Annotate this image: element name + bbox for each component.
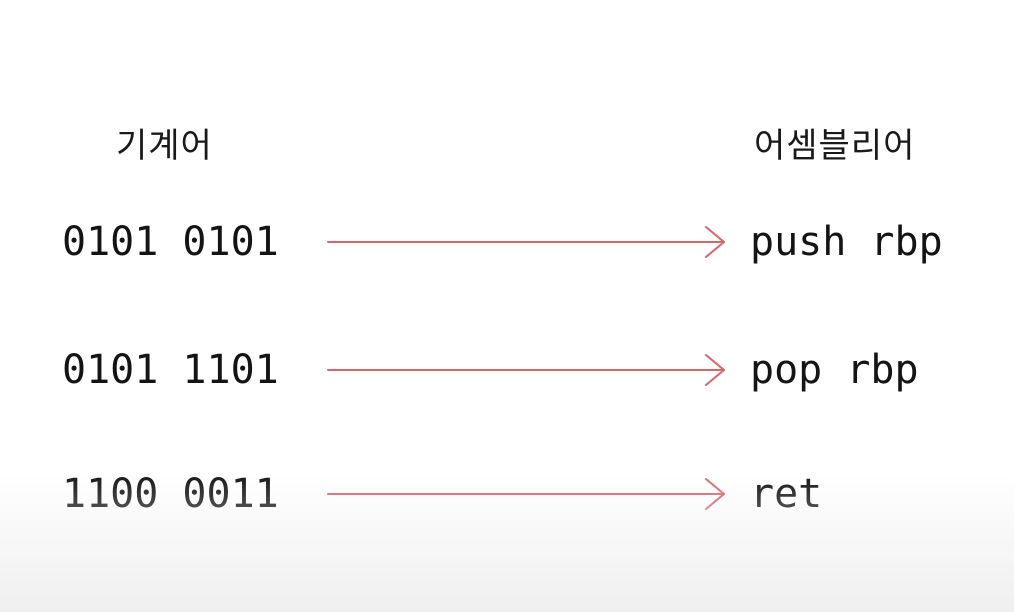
assembly-code-value: push rbp xyxy=(750,219,943,265)
mapping-row: 0101 1101 pop rbp xyxy=(0,340,1014,400)
machine-code-value: 0101 0101 xyxy=(62,219,279,265)
mapping-row: 0101 0101 push rbp xyxy=(0,212,1014,272)
arrow-icon xyxy=(327,226,725,258)
machine-code-value: 1100 0011 xyxy=(62,471,279,517)
machine-code-value: 0101 1101 xyxy=(62,347,279,393)
assembly-heading: 어셈블리어 xyxy=(754,126,916,166)
mapping-row: 1100 0011 ret xyxy=(0,464,1014,524)
assembly-code-value: pop rbp xyxy=(750,347,919,393)
arrow-icon xyxy=(327,478,725,510)
assembly-code-value: ret xyxy=(750,471,823,517)
machine-code-heading: 기계어 xyxy=(116,126,213,166)
arrow-icon xyxy=(327,354,725,386)
